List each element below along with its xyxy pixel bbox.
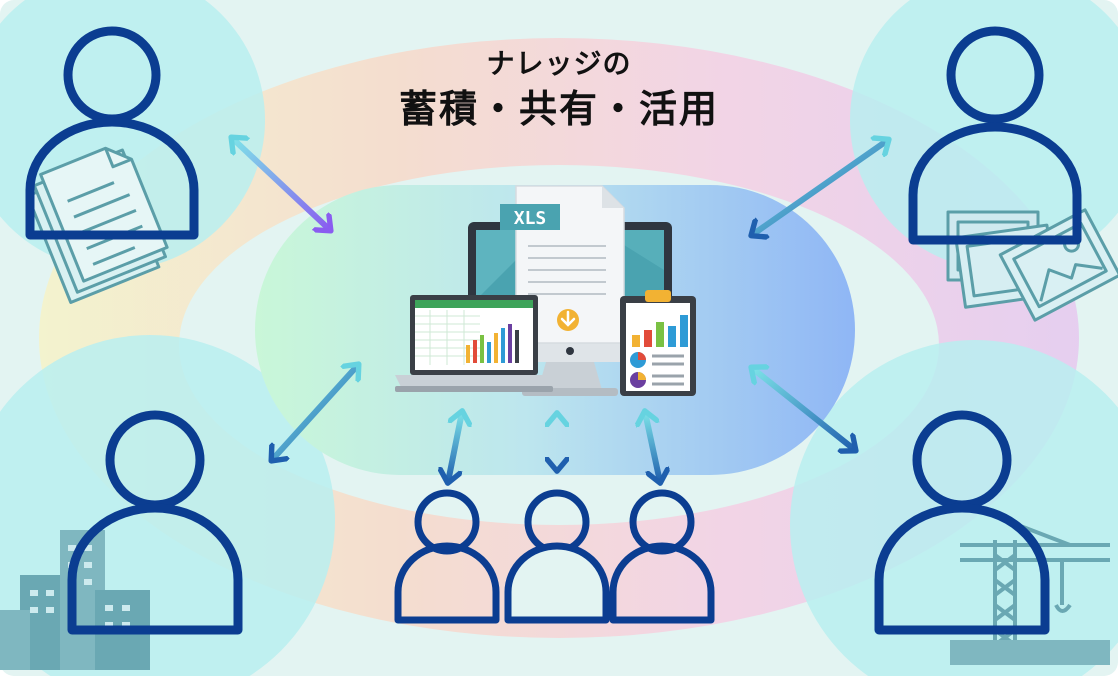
bidirectional-arrow-icon — [752, 140, 888, 235]
diagram-title: ナレッジの 蓄積・共有・活用 — [300, 44, 818, 134]
bidirectional-arrow-icon — [752, 368, 855, 450]
person-icon — [504, 489, 610, 624]
clipboard-icon — [620, 290, 696, 396]
crane-icon — [950, 518, 1110, 665]
xls-file-icon — [500, 185, 625, 344]
photo-icon — [946, 208, 1118, 322]
person-icon — [394, 489, 500, 624]
person-icon — [908, 26, 1082, 245]
bidirectional-arrow-icon — [448, 412, 462, 482]
person-icon — [25, 26, 199, 240]
bidirectional-arrow-icon — [272, 365, 358, 460]
person-icon — [609, 489, 715, 624]
laptop-icon — [395, 295, 553, 392]
bidirectional-arrow-icon — [232, 138, 330, 230]
xls-badge-label: XLS — [514, 208, 547, 229]
bidirectional-arrow-icon — [645, 412, 660, 482]
title-line-2: 蓄積・共有・活用 — [398, 87, 719, 131]
title-line-1: ナレッジの — [486, 47, 632, 80]
person-icon — [874, 410, 1050, 635]
person-icon — [67, 410, 243, 635]
